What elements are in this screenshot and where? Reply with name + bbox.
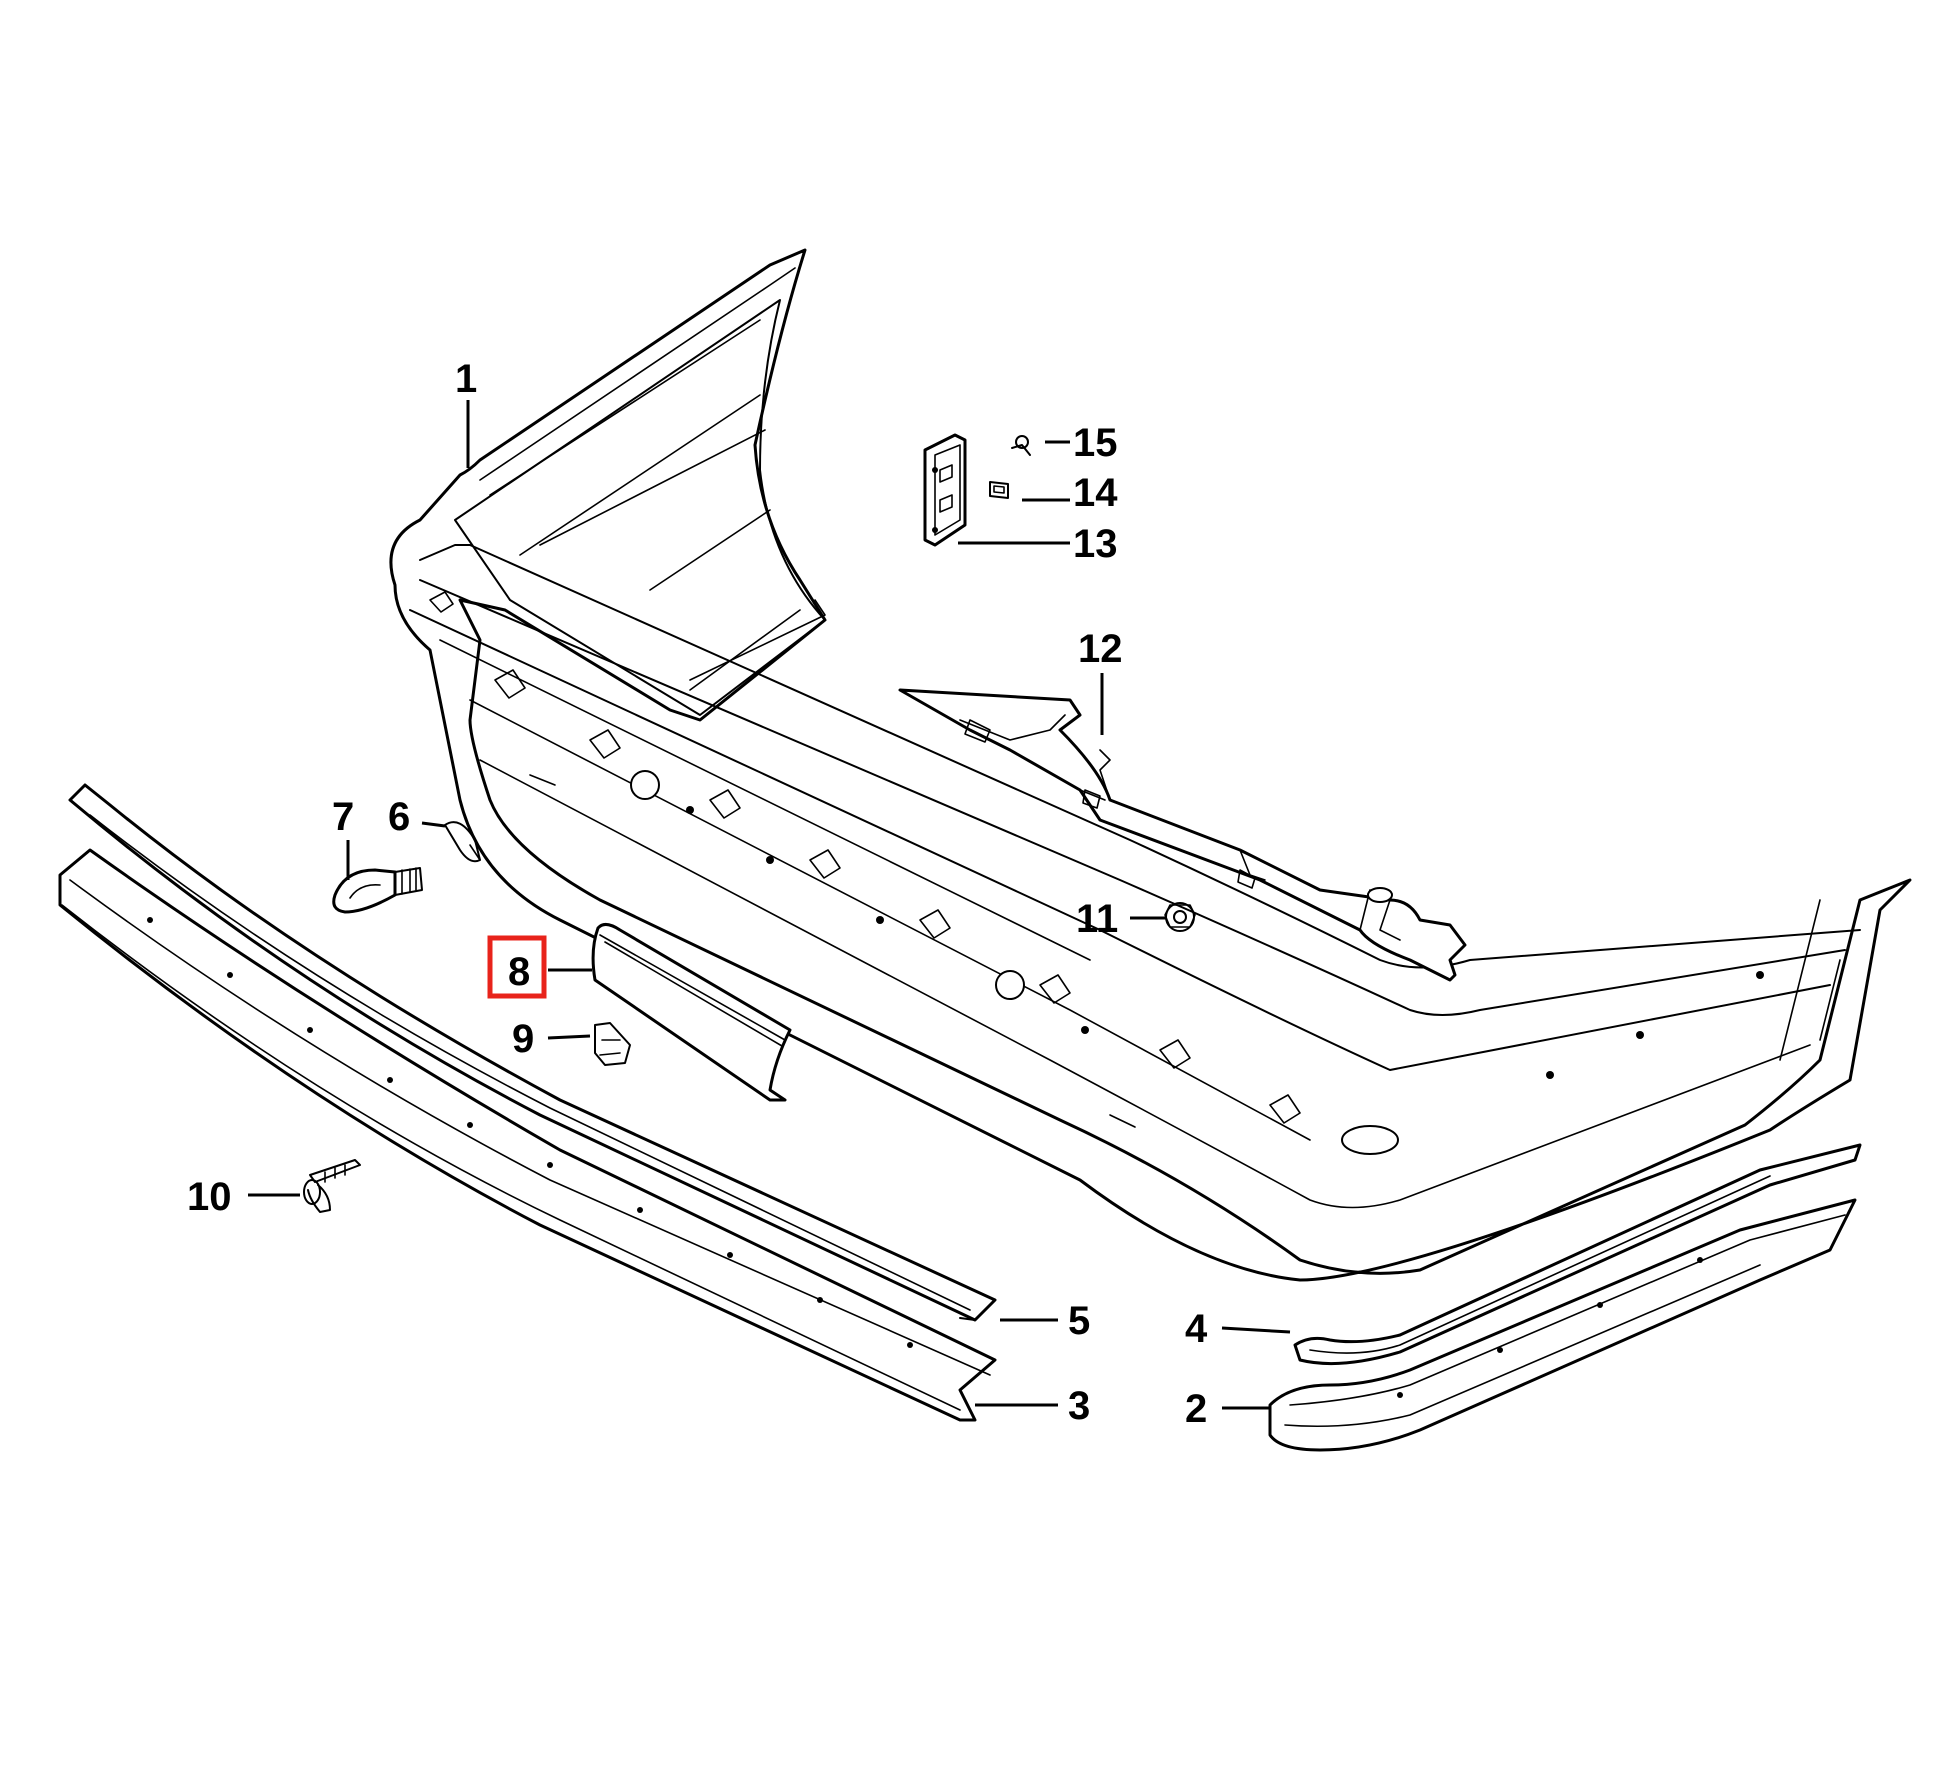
screw — [1011, 435, 1031, 456]
cover-cap — [444, 821, 481, 863]
tow-hook-cover-flap — [591, 923, 792, 1102]
callout-15[interactable]: 15 — [1073, 421, 1118, 465]
trim-insert-long — [68, 783, 997, 1322]
callout-12[interactable]: 12 — [1078, 627, 1123, 671]
mounting-tabs — [429, 591, 1764, 1155]
callout-8[interactable]: 8 — [508, 950, 530, 994]
selected-callout-highlight — [487, 935, 547, 999]
callout-9[interactable]: 9 — [512, 1017, 534, 1061]
bracket — [923, 433, 967, 547]
callout-11[interactable]: 11 — [1076, 897, 1118, 941]
callout-7[interactable]: 7 — [332, 795, 354, 839]
callout-10[interactable]: 10 — [187, 1175, 232, 1219]
clip-nut — [989, 481, 1009, 499]
expanding-rivet — [303, 1159, 361, 1213]
callout-labels: 1 15 14 13 12 11 7 6 8 9 10 5 3 4 2 — [187, 357, 1208, 1431]
bumper-carrier — [898, 688, 1467, 982]
callout-5[interactable]: 5 — [1068, 1299, 1090, 1343]
callout-2[interactable]: 2 — [1185, 1387, 1207, 1431]
leader-lines — [248, 400, 1291, 1410]
clip — [594, 1022, 631, 1066]
callout-6[interactable]: 6 — [388, 795, 410, 839]
trim-strip-long — [58, 848, 997, 1422]
callout-4[interactable]: 4 — [1185, 1307, 1208, 1351]
side-trim-right — [1268, 1198, 1857, 1452]
callout-13[interactable]: 13 — [1073, 522, 1118, 566]
side-trim-insert-right — [1293, 1143, 1862, 1366]
tow-eye — [332, 867, 423, 914]
callout-14[interactable]: 14 — [1073, 471, 1118, 515]
callout-1[interactable]: 1 — [455, 357, 477, 401]
callout-3[interactable]: 3 — [1068, 1384, 1090, 1428]
